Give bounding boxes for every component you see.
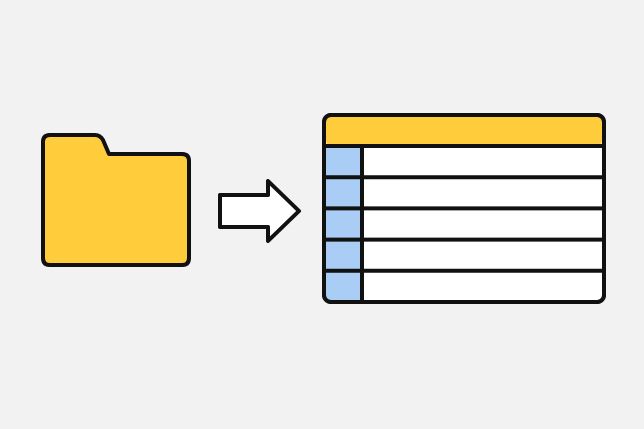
- table-data-cell: [362, 270, 602, 302]
- table-index-cell: [326, 177, 362, 209]
- table-data-cell: [362, 177, 602, 209]
- table-data-cell: [362, 239, 602, 271]
- folder-icon: [41, 133, 191, 267]
- folder-body: [41, 133, 191, 267]
- table-index-cell: [326, 146, 362, 178]
- table-rows: [324, 144, 604, 302]
- arrow-shape: [218, 179, 301, 243]
- table-index-cell: [326, 270, 362, 302]
- table-index-cell: [326, 208, 362, 240]
- table-header: [326, 117, 602, 146]
- table-index-cell: [326, 239, 362, 271]
- table-data-cell: [362, 208, 602, 240]
- right-arrow-icon: [218, 179, 301, 243]
- table-data-cell: [362, 146, 602, 178]
- table-icon: [322, 113, 606, 304]
- table-border: [322, 113, 606, 304]
